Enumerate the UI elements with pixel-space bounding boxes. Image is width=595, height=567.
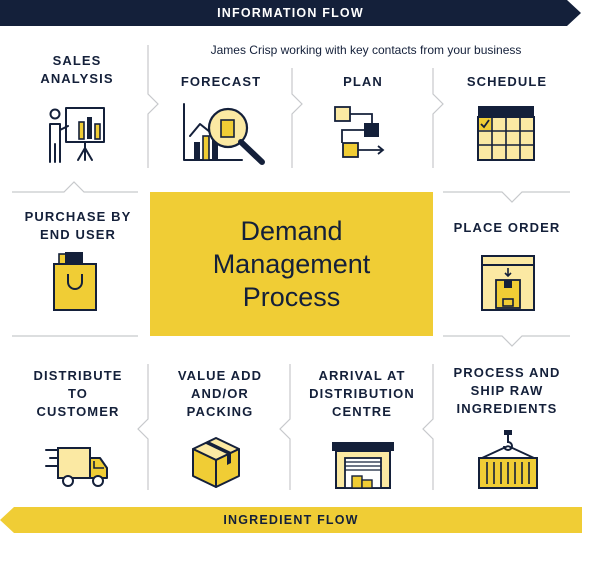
label-value-add: VALUE ADD AND/OR PACKING [177, 368, 263, 419]
label-forecast: FORECAST [180, 74, 262, 89]
label-plan: PLAN [343, 74, 383, 89]
information-flow-banner: INFORMATION FLOW [0, 0, 581, 26]
warehouse-icon [332, 442, 394, 489]
label-sales-analysis: SALES ANALYSIS [40, 53, 114, 86]
package-box-icon [192, 437, 240, 488]
information-flow-label: INFORMATION FLOW [217, 6, 364, 20]
label-schedule: SCHEDULE [466, 74, 548, 89]
shipping-container-icon [478, 430, 538, 489]
order-box-icon [481, 255, 535, 311]
presentation-chart-icon [49, 107, 105, 163]
label-process-ship-raw-ingredients: PROCESS AND SHIP RAW INGREDIENTS [453, 365, 561, 416]
ingredient-flow-label: INGREDIENT FLOW [223, 513, 359, 527]
center-box: Demand Management Process [150, 192, 433, 336]
label-place-order: PLACE ORDER [453, 220, 561, 235]
label-arrival-distribution-centre: ARRIVAL AT DISTRIBUTION CENTRE [309, 368, 415, 419]
label-purchase-by-end-user: PURCHASE BY END USER [24, 209, 132, 242]
label-distribute-to-customer: DISTRIBUTE TO CUSTOMER [33, 368, 123, 419]
magnifier-chart-icon [183, 103, 265, 165]
shopping-bag-icon [53, 252, 97, 311]
calendar-icon [477, 106, 535, 161]
subtitle: James Crisp working with key contacts fr… [210, 43, 522, 57]
delivery-truck-icon [45, 447, 108, 487]
center-title: Demand Management Process [212, 215, 371, 312]
flowchart-icon [334, 106, 385, 158]
ingredient-flow-banner: INGREDIENT FLOW [0, 507, 582, 533]
